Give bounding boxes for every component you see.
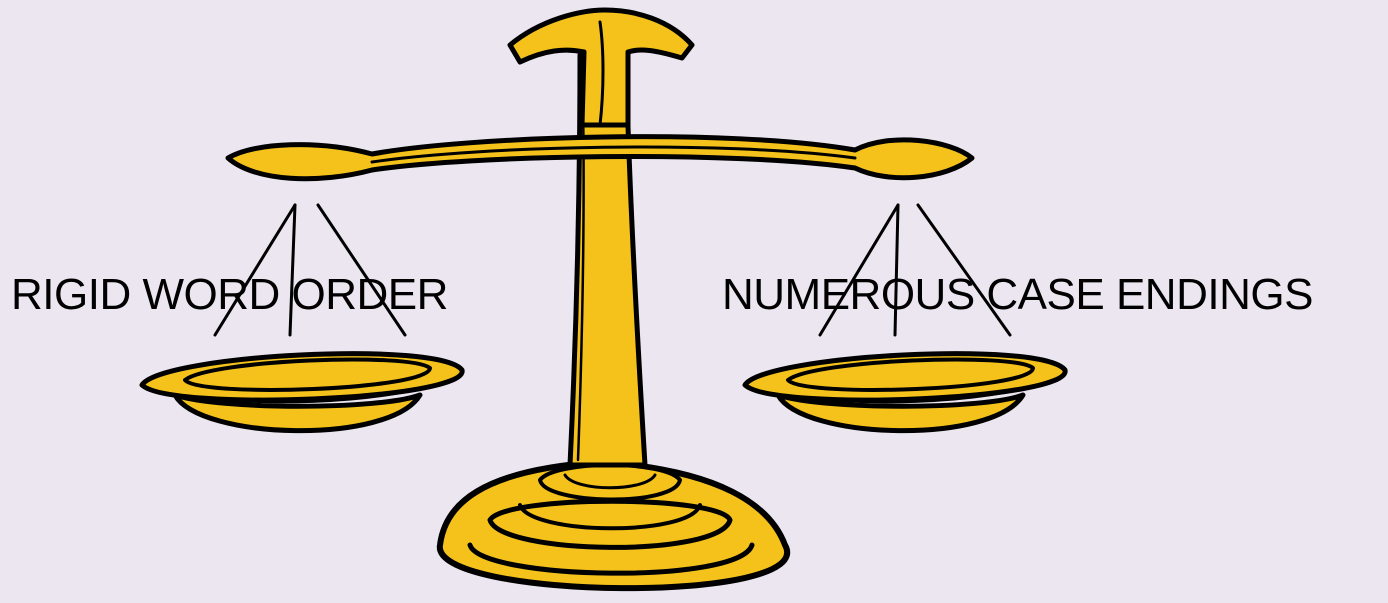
scale-base bbox=[440, 462, 787, 588]
left-pan bbox=[142, 354, 462, 431]
left-pan-label: RIGID WORD ORDER bbox=[11, 273, 448, 317]
right-pan-label: NUMEROUS CASE ENDINGS bbox=[722, 273, 1313, 317]
right-pan bbox=[745, 354, 1065, 431]
